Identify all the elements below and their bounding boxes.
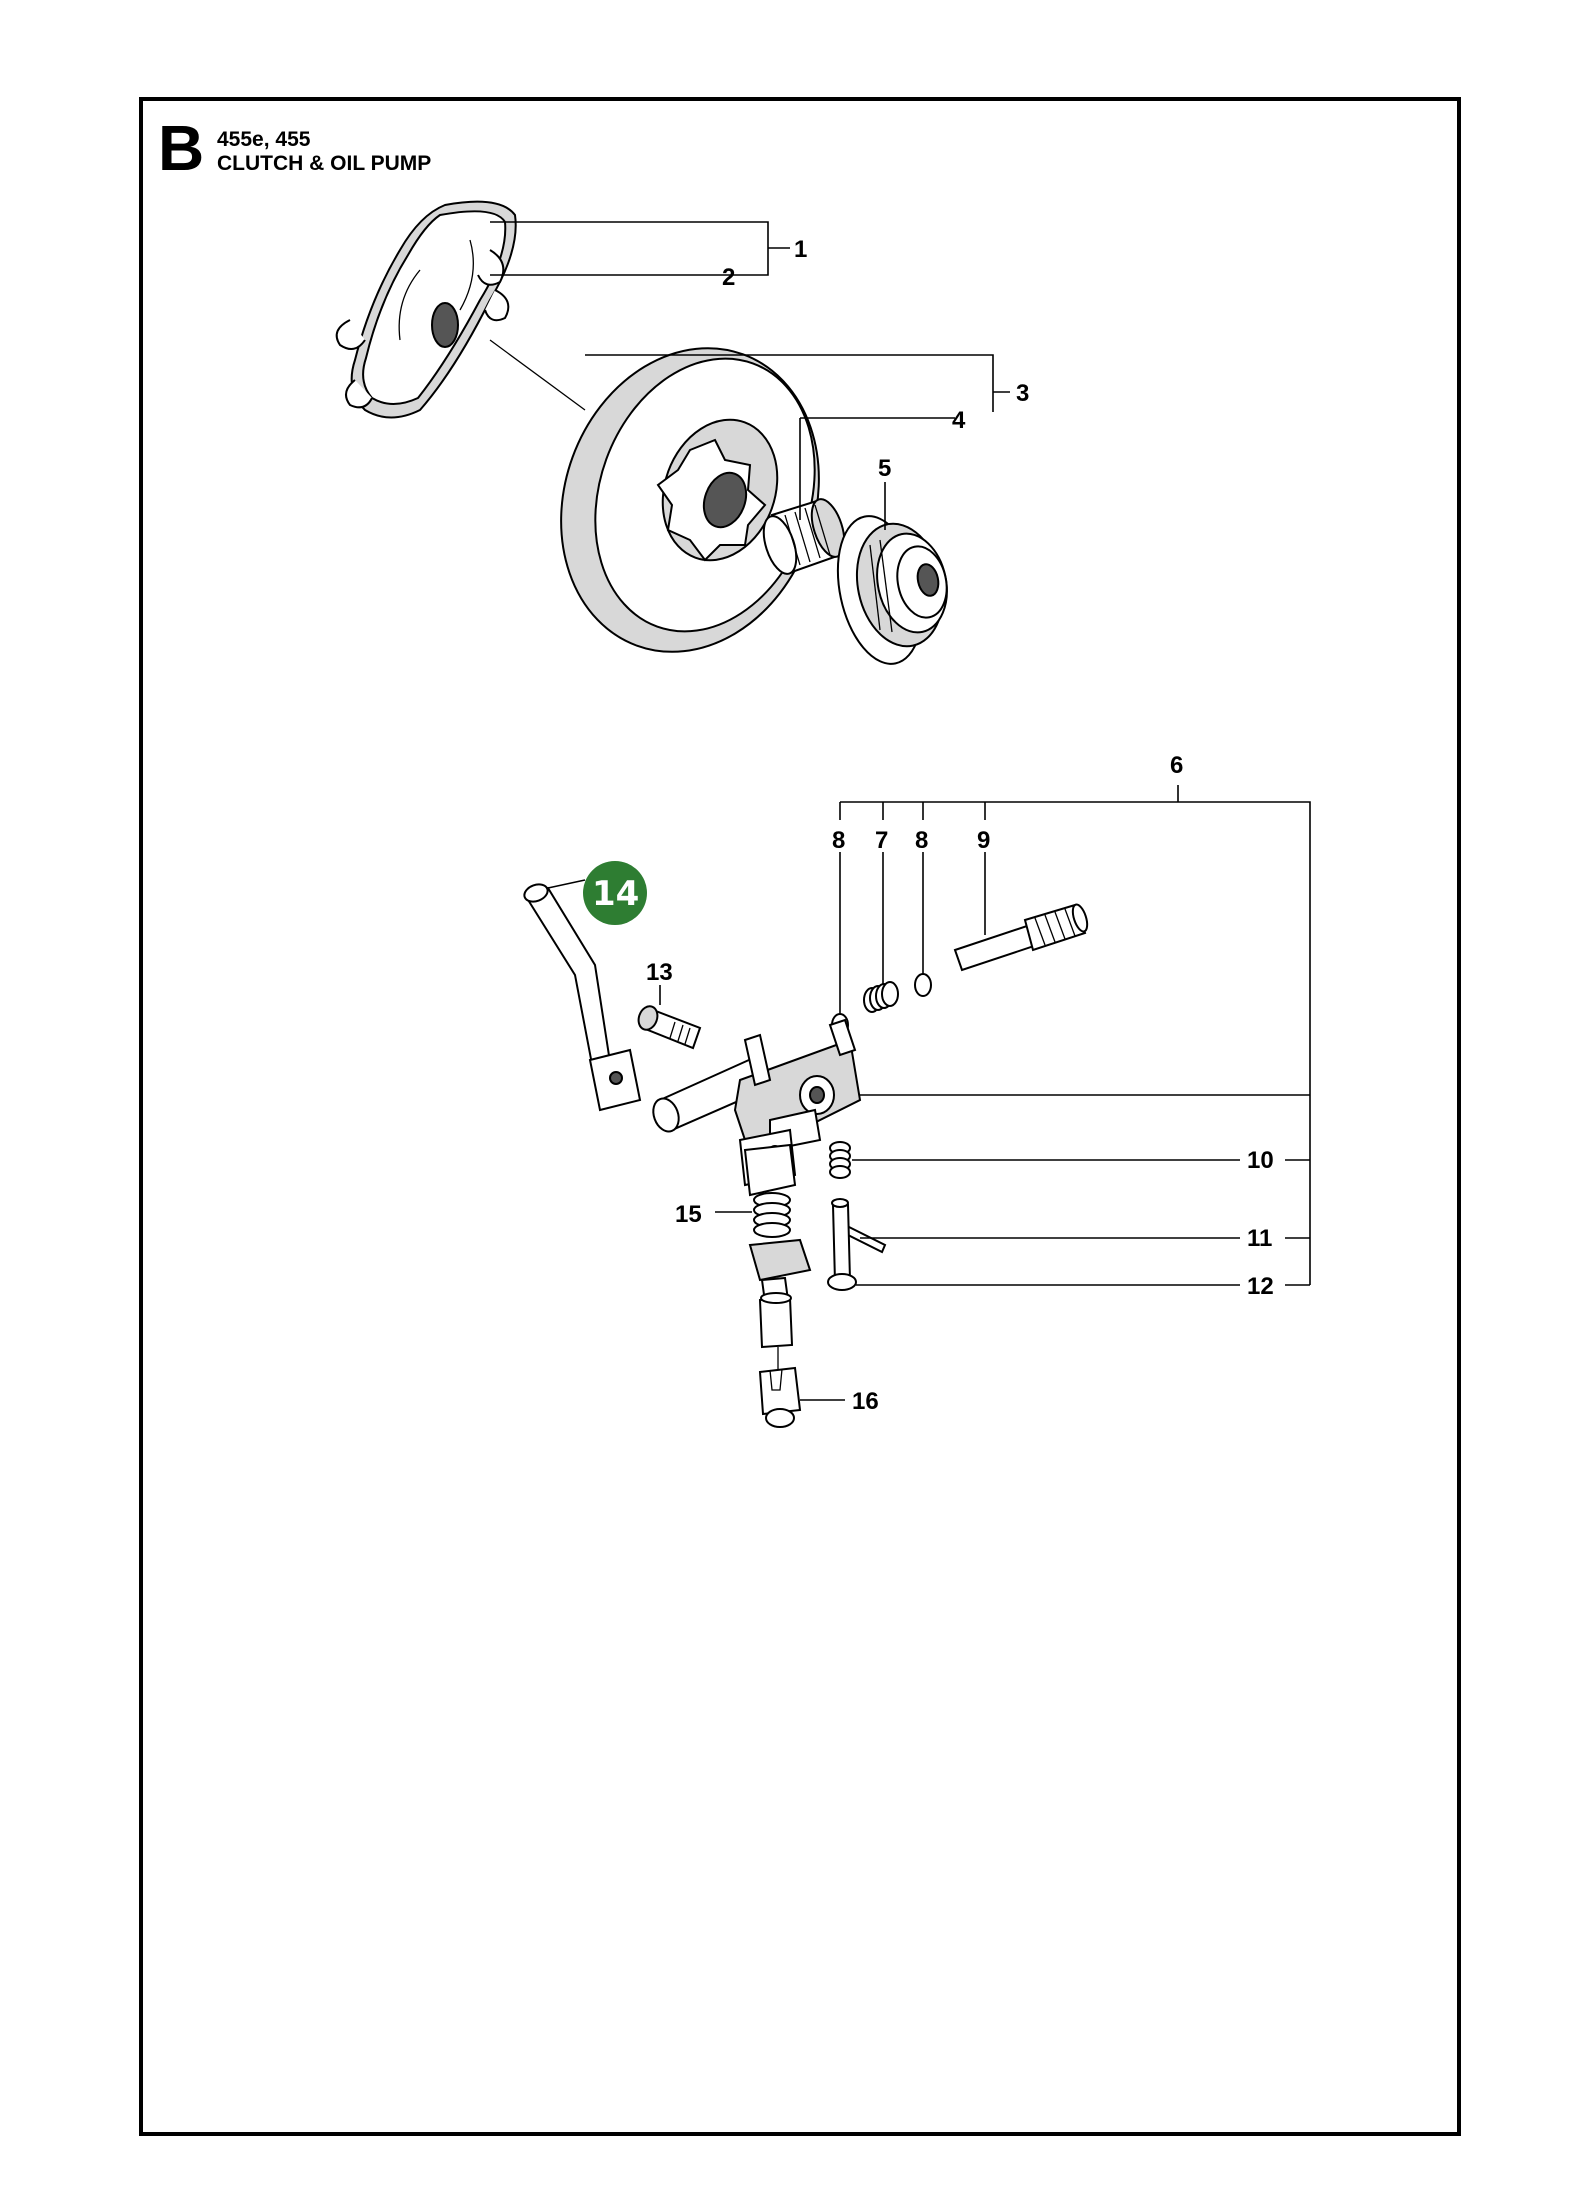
callout-15: 15 (675, 1201, 702, 1228)
spring-10[interactable] (829, 1141, 851, 1179)
screw-13[interactable] (635, 1004, 702, 1050)
callout-2: 2 (722, 264, 735, 291)
spring-7[interactable] (863, 981, 899, 1013)
callout-3: 3 (1016, 380, 1029, 407)
page-frame (139, 97, 1461, 2136)
callout-9: 9 (977, 827, 990, 854)
callout-16: 16 (852, 1388, 879, 1415)
callout-14: 14 (592, 874, 639, 914)
callout-8-left: 8 (832, 827, 845, 854)
callout-11: 11 (1247, 1225, 1272, 1252)
callout-10: 10 (1247, 1147, 1274, 1174)
worm-gear-15[interactable] (743, 1143, 812, 1370)
clutch-shoe-assembly[interactable] (335, 200, 517, 419)
callout-6: 6 (1170, 752, 1183, 779)
diagram-title: CLUTCH & OIL PUMP (217, 152, 432, 175)
callout-8-right: 8 (915, 827, 928, 854)
callout-13: 13 (646, 959, 673, 986)
section-letter: B (158, 112, 205, 184)
callout-7: 7 (875, 827, 888, 854)
highlight-badge-14: 14 (583, 861, 647, 925)
callout-4: 4 (952, 407, 966, 434)
callout-1: 1 (794, 236, 807, 263)
callout-12: 12 (1247, 1273, 1274, 1300)
clutch-drum[interactable] (520, 312, 861, 689)
pump-piston-16[interactable] (758, 1366, 802, 1428)
model-list: 455e, 455 (217, 128, 311, 151)
o-ring-right[interactable] (914, 973, 932, 997)
pump-shaft[interactable] (953, 903, 1090, 972)
rim-sprocket[interactable] (825, 508, 955, 671)
callout-5: 5 (878, 455, 891, 482)
plunger-12[interactable] (827, 1198, 857, 1291)
